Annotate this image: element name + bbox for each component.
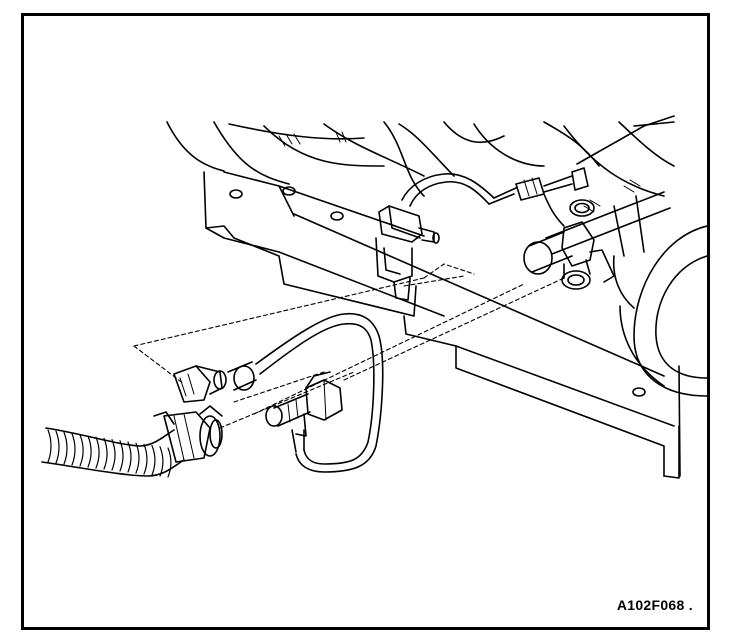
exploded-hose-diagram (41, 115, 707, 479)
vacuum-line-upper (401, 115, 675, 227)
figure-frame: A102F068 . (21, 13, 710, 630)
figure-code-label: A102F068 . (616, 597, 693, 613)
solenoid-valve (375, 205, 440, 301)
assembly-leader-lines (133, 263, 565, 429)
corrugated-hose (41, 405, 223, 478)
vacuum-hose-loop (255, 312, 384, 473)
pipe-elbow-fitting (523, 191, 671, 290)
elbow-connector (173, 361, 257, 403)
engine-housing (166, 121, 707, 479)
